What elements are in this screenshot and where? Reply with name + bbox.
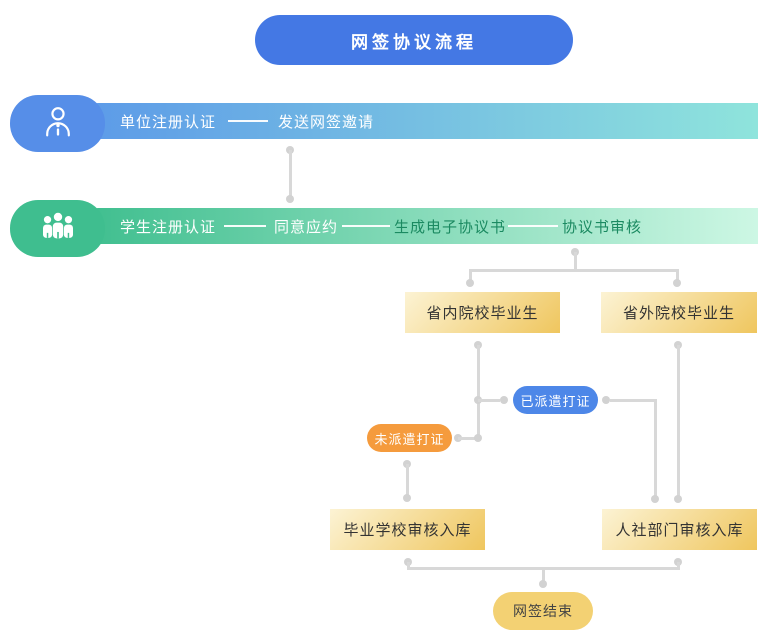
connector-line <box>405 464 409 497</box>
step-connector <box>228 120 269 122</box>
connector-line <box>676 562 680 570</box>
connector-dot <box>674 495 682 503</box>
connector-dot <box>602 396 610 404</box>
connector-line <box>653 398 657 499</box>
connector-line <box>458 436 477 440</box>
connector-line <box>478 398 500 402</box>
step-connector <box>224 225 267 227</box>
connector-line <box>468 270 472 281</box>
node-hr-review: 人社部门审核入库 <box>602 509 757 550</box>
step-label: 单位注册认证 <box>120 113 217 131</box>
person-icon <box>40 103 76 144</box>
connector-line <box>573 252 577 270</box>
lane-student-bar: 学生注册认证 同意应约 生成电子协议书 协议书审核 <box>80 208 758 244</box>
group-icon <box>38 209 78 249</box>
connector-dot <box>403 494 411 502</box>
connector-dot <box>673 279 681 287</box>
node-not-dispatched: 未派遣打证 <box>367 424 452 452</box>
connector-line <box>288 150 292 199</box>
connector-line <box>610 398 655 402</box>
connector-dot <box>286 195 294 203</box>
step-label: 同意应约 <box>274 218 339 236</box>
connector-line <box>541 567 545 582</box>
connector-line <box>675 270 679 281</box>
node-school-review: 毕业学校审核入库 <box>330 509 485 550</box>
node-finish: 网签结束 <box>493 592 593 630</box>
step-connector <box>508 225 559 227</box>
node-dispatched: 已派遣打证 <box>513 386 598 414</box>
connector-line <box>468 268 679 272</box>
step-label: 协议书审核 <box>562 218 643 236</box>
connector-line <box>406 562 410 570</box>
step-connector <box>342 225 391 227</box>
node-in-province: 省内院校毕业生 <box>405 292 560 333</box>
connector-dot <box>539 580 547 588</box>
connector-dot <box>651 495 659 503</box>
lane-unit-badge <box>10 95 105 152</box>
step-label: 生成电子协议书 <box>394 218 507 236</box>
connector-line <box>676 345 680 498</box>
flow-title: 网签协议流程 <box>255 15 573 65</box>
step-label: 发送网签邀请 <box>278 113 375 131</box>
node-out-province: 省外院校毕业生 <box>601 292 757 333</box>
connector-dot <box>466 279 474 287</box>
lane-unit-bar: 单位注册认证 发送网签邀请 <box>80 103 758 139</box>
lane-student-badge <box>10 200 105 257</box>
connector-dot <box>474 434 482 442</box>
connector-dot <box>500 396 508 404</box>
step-label: 学生注册认证 <box>120 218 217 236</box>
connector-line <box>476 345 480 438</box>
